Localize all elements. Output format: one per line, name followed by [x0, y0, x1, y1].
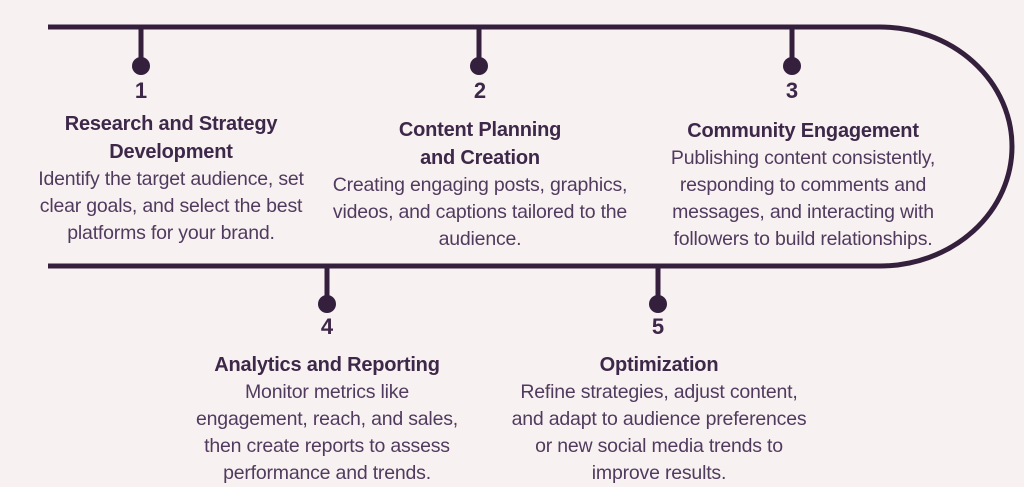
step-5-title-line: Optimization	[599, 354, 719, 376]
step-1-title-line: Development	[109, 141, 233, 163]
step-1-text-block: Research and Strategy Development Identi…	[38, 110, 304, 247]
step-5-number: 5	[651, 314, 665, 339]
step-2-body-line: audience.	[438, 228, 522, 250]
step-1-body-line: clear goals, and select the best	[39, 195, 303, 217]
track-path	[48, 24, 1015, 269]
step-5-body-line: Refine strategies, adjust content,	[520, 381, 798, 403]
step-3-body-line: Publishing content consistently,	[670, 147, 936, 169]
step-1-marker-dot	[132, 57, 150, 75]
step-2-title-line: and Creation	[420, 147, 540, 169]
step-4-body-line: then create reports to assess	[204, 435, 450, 457]
step-1-number: 1	[134, 78, 148, 103]
step-4-body-line: Monitor metrics like	[245, 381, 409, 403]
step-5-body-line: and adapt to audience preferences	[511, 408, 807, 430]
step-4-body-line: performance and trends.	[223, 462, 431, 484]
step-3-number: 3	[785, 78, 799, 103]
step-2-text-block: Content Planning and Creation Creating e…	[333, 116, 628, 253]
step-1-body-line: Identify the target audience, set	[38, 168, 304, 190]
step-2-title-line: Content Planning	[398, 119, 562, 141]
step-2-body-line: Creating engaging posts, graphics,	[332, 174, 628, 196]
step-2-number: 2	[473, 78, 487, 103]
step-3-body-line: followers to build relationships.	[673, 228, 933, 250]
step-4-body-line: engagement, reach, and sales,	[196, 408, 458, 430]
step-5-text-block: Optimization Refine strategies, adjust c…	[512, 351, 807, 487]
step-4-title-line: Analytics and Reporting	[214, 354, 440, 376]
step-5-body-line: improve results.	[591, 462, 727, 484]
step-3-text-block: Community Engagement Publishing content …	[671, 117, 935, 253]
step-1-title-line: Research and Strategy	[64, 113, 278, 135]
step-3-body-line: messages, and interacting with	[672, 201, 934, 223]
step-4-marker-dot	[318, 295, 336, 313]
step-5-body-line: or new social media trends to	[535, 435, 783, 457]
step-1-body-line: platforms for your brand.	[67, 222, 275, 244]
step-2-body-line: videos, and captions tailored to the	[332, 201, 628, 223]
step-3-body-line: responding to comments and	[679, 174, 927, 196]
step-4-number: 4	[320, 314, 334, 339]
step-5-marker-dot	[649, 295, 667, 313]
step-2-marker-dot	[470, 57, 488, 75]
step-4-text-block: Analytics and Reporting Monitor metrics …	[196, 351, 458, 487]
step-3-marker-dot	[783, 57, 801, 75]
step-3-title-line: Community Engagement	[687, 120, 919, 142]
